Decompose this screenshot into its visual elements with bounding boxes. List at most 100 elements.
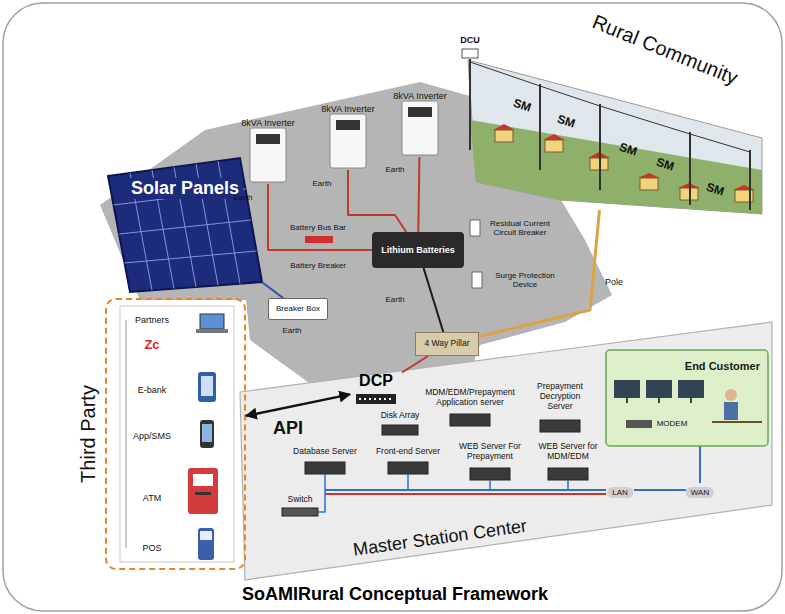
- inverter-body: [250, 128, 286, 182]
- label-holder: Earth: [385, 165, 404, 174]
- meter-label: SM: [617, 141, 638, 160]
- label-holder: Earth: [312, 179, 331, 188]
- node-text: MDM/EDM/Prepayment Application server: [424, 388, 516, 408]
- inverter: 8kVA Inverter: [233, 112, 303, 184]
- payment-channel: ATM: [140, 492, 164, 504]
- dc-cable: [262, 282, 283, 298]
- data-concentrator: DCP: [350, 372, 402, 406]
- part-label: Battery Breaker: [290, 261, 346, 270]
- node-text: WEB Server for MDM/EDM: [537, 442, 599, 462]
- payment-channel: E-bank: [135, 384, 170, 396]
- distribution-pillar: 4 Way Pillar: [415, 332, 479, 356]
- node-text: 8kVA Inverter: [241, 118, 294, 128]
- group-heading: Rural Community: [589, 10, 741, 89]
- label-holder: MODEM: [657, 419, 688, 428]
- ebank-screen: [201, 376, 213, 396]
- edge-label-holder: API: [273, 418, 303, 439]
- part-label: Surge Protection Device: [489, 271, 561, 289]
- meter-label: SM: [511, 97, 532, 116]
- earth-label: Earth: [282, 326, 301, 335]
- network-tag: WAN: [686, 487, 714, 498]
- monitor: [646, 380, 672, 398]
- server-unit: Database Server: [291, 446, 359, 458]
- laptop-base: [196, 329, 228, 333]
- heading-holder: Master Station Center: [352, 516, 528, 561]
- server-unit: WEB Server for MDM/EDM: [535, 441, 601, 463]
- power-bus: [325, 493, 606, 495]
- inverter-screen: [408, 107, 432, 117]
- atm-screen: [193, 474, 213, 486]
- house-roof: [638, 173, 660, 178]
- pole-line: [479, 210, 600, 336]
- channel-rail: [126, 320, 127, 548]
- server-unit: MDM/EDM/Prepayment Application server: [422, 387, 518, 409]
- label-holder: LAN: [607, 481, 633, 499]
- node-text: ATM: [143, 493, 161, 503]
- end-customer-box: End Customer: [606, 350, 768, 446]
- edge-label: API: [273, 418, 303, 439]
- house-roof: [493, 124, 515, 130]
- group-heading: Third Party: [77, 385, 100, 483]
- customer-head: [725, 389, 737, 401]
- mobile-icon: [200, 420, 214, 448]
- battery-cable: [348, 170, 406, 232]
- house: [495, 130, 513, 142]
- rural-community: Rural Community: [450, 10, 768, 210]
- customer-body: [724, 402, 738, 420]
- device-label: DCU: [460, 35, 480, 45]
- server-icon: [548, 468, 588, 480]
- earth-label: Earth: [312, 179, 331, 188]
- solar-panel-array: Solar Panels: [108, 158, 262, 292]
- mobile-screen: [202, 424, 212, 442]
- label-holder: SM: [654, 156, 675, 175]
- bus-bar: [305, 236, 333, 243]
- rccb-device: [470, 220, 480, 236]
- meter-label: SM: [555, 113, 576, 132]
- node-text: Partners: [135, 315, 169, 325]
- solar-cell-grid: [114, 161, 257, 290]
- desk: [712, 421, 762, 423]
- node-text: 8kVA Inverter: [393, 91, 446, 101]
- payment-channel: App/SMS: [130, 430, 174, 442]
- breaker-box: Breaker Box: [268, 298, 328, 320]
- server-icon: [305, 462, 345, 474]
- monitor: [614, 380, 640, 398]
- house-roof: [733, 185, 755, 190]
- figure-caption: SoAMIRural Conceptual Framework: [242, 584, 548, 605]
- node-text: E-bank: [138, 385, 167, 395]
- server-unit: WEB Server For Prepayment: [447, 441, 533, 463]
- label-holder: SM: [511, 97, 532, 116]
- inverter: 8kVA Inverter: [313, 98, 383, 170]
- house-roof: [543, 134, 565, 140]
- label-holder: Surge Protection Device: [489, 271, 561, 289]
- node-text: Solar Panels: [127, 178, 243, 199]
- node-text: End Customer: [685, 360, 760, 373]
- label-holder: DCU: [460, 35, 480, 45]
- label-holder: Residual Current Circuit Breaker: [483, 219, 557, 237]
- station-platform: [240, 322, 772, 580]
- node-text: 8kVA Inverter: [321, 104, 374, 114]
- earth-label: Earth: [233, 193, 252, 202]
- node-text: WEB Server For Prepayment: [449, 442, 531, 462]
- node-text: Disk Array: [381, 411, 420, 421]
- label-holder: Battery Breaker: [290, 261, 346, 270]
- heading-holder: Rural Community: [589, 10, 741, 89]
- monitor-stand: [627, 398, 691, 403]
- caption-holder: SoAMIRural Conceptual Framework: [242, 584, 548, 605]
- payment-channel: Partners: [132, 314, 172, 326]
- community-hill: [470, 120, 762, 214]
- node-text: POS: [142, 543, 161, 553]
- server-unit: Front-end Server: [374, 446, 442, 458]
- inverter: 8kVA Inverter: [385, 85, 455, 157]
- label-holder: Earth: [282, 326, 301, 335]
- server-unit: Prepayment Decryption Server: [529, 381, 591, 412]
- label-holder: Earth: [385, 295, 404, 304]
- lan-bus: [325, 489, 606, 491]
- meter-label: SM: [704, 181, 725, 200]
- dcp-ports: [359, 398, 393, 400]
- node-text: 4 Way Pillar: [424, 339, 469, 349]
- node-text: DCP: [359, 372, 393, 390]
- inverter-body: [330, 114, 366, 168]
